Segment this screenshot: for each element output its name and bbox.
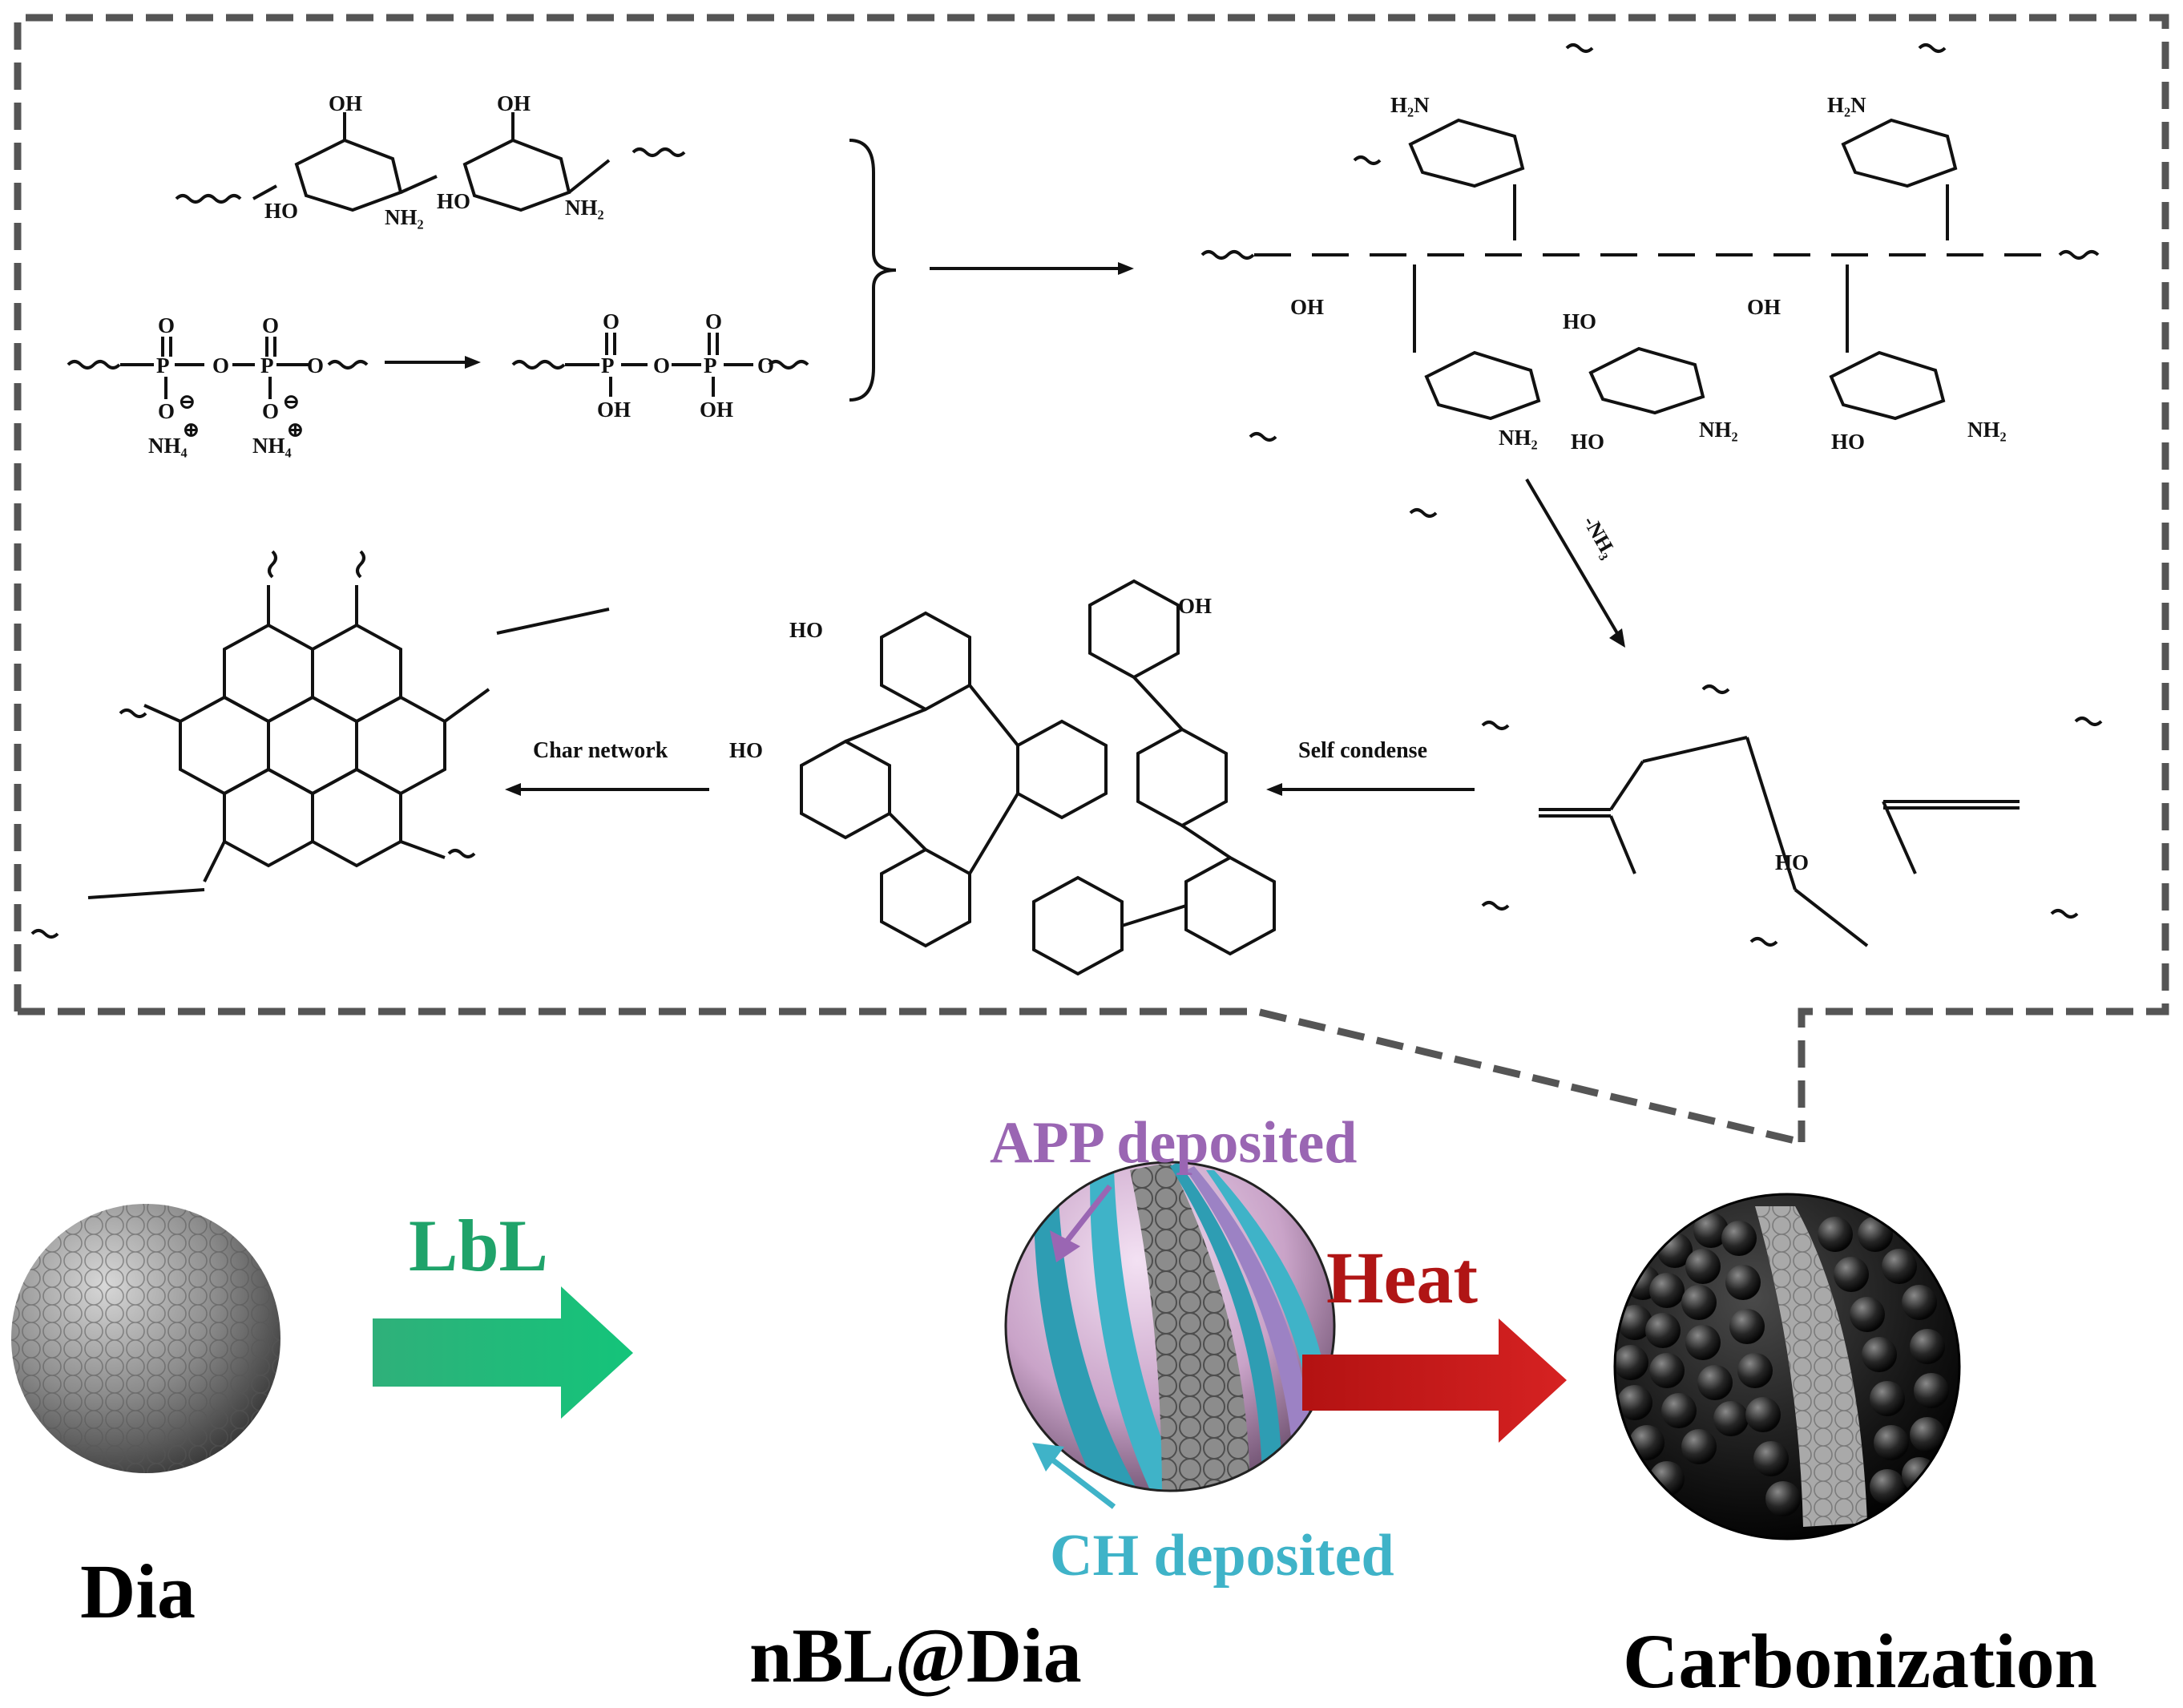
svg-text:P: P	[156, 353, 170, 378]
arrow-app-hydrolysis-head	[465, 356, 481, 369]
svg-text:OH: OH	[497, 91, 531, 115]
heat-arrow	[1302, 1318, 1567, 1443]
ch-deposited-label: CH deposited	[1050, 1523, 1394, 1589]
app-deposited-label: APP deposited	[990, 1110, 1357, 1176]
combine-brace	[849, 139, 897, 402]
svg-text:HO: HO	[729, 738, 763, 762]
nh3-label: -NH₃	[1579, 512, 1621, 563]
svg-text:HO: HO	[1571, 430, 1604, 454]
svg-text:⊕: ⊕	[182, 418, 200, 442]
svg-text:P: P	[601, 353, 615, 378]
svg-text:O: O	[705, 309, 722, 333]
svg-text:NH₂: NH₂	[565, 196, 604, 220]
svg-text:⊖: ⊖	[282, 390, 301, 414]
svg-text:O: O	[757, 353, 774, 378]
svg-text:OH: OH	[597, 398, 631, 422]
phosphate-ester-structure	[1481, 684, 2103, 947]
svg-text:O: O	[262, 313, 279, 337]
svg-text:O: O	[307, 353, 324, 378]
svg-text:NH₄: NH₄	[252, 434, 292, 458]
svg-text:P: P	[704, 353, 717, 378]
svg-text:H₂N: H₂N	[1390, 93, 1430, 117]
char-network-structure	[30, 550, 610, 939]
chitosan-structure	[175, 112, 686, 212]
atom-labels: OH OH HO HO NH₂ NH₂ O O P P O O O O ⊖ ⊖ …	[148, 91, 2007, 874]
dia-sphere	[11, 1204, 280, 1473]
svg-text:OH: OH	[1178, 594, 1212, 618]
carbonization-label: Carbonization	[1623, 1618, 2097, 1704]
svg-text:O: O	[603, 309, 619, 333]
self-condense-label: Self condense	[1298, 738, 1427, 763]
dia-label: Dia	[80, 1549, 196, 1634]
app-chain-left	[67, 337, 369, 399]
dashed-callout-border	[14, 14, 2169, 1146]
svg-text:HO: HO	[437, 189, 470, 213]
svg-text:HO: HO	[1563, 309, 1596, 333]
char-network-label: Char network	[533, 738, 668, 763]
app-chain-right	[511, 333, 809, 397]
app-pointer-arrow	[1063, 1184, 1112, 1245]
svg-text:HO: HO	[789, 618, 823, 642]
svg-text:NH₂: NH₂	[1499, 426, 1538, 450]
ch-pointer-arrow	[1043, 1452, 1116, 1509]
svg-text:HO: HO	[264, 199, 298, 223]
svg-text:H₂N: H₂N	[1827, 93, 1866, 117]
arrow-crosslink-head	[1118, 262, 1134, 275]
arrow-self-condense-head	[1266, 783, 1282, 796]
svg-text:NH₂: NH₂	[385, 205, 424, 229]
carbonization-sphere	[1613, 1193, 1961, 1540]
svg-text:OH: OH	[329, 91, 362, 115]
crosslinked-network	[1200, 43, 2100, 518]
svg-text:OH: OH	[700, 398, 733, 422]
lbl-label: LbL	[409, 1205, 548, 1286]
svg-text:O: O	[262, 399, 279, 423]
svg-text:NH₂: NH₂	[1699, 418, 1738, 442]
svg-text:O: O	[158, 399, 175, 423]
svg-text:NH₄: NH₄	[148, 434, 188, 458]
app-pointer-arrow-head	[1050, 1230, 1080, 1262]
svg-text:OH: OH	[1290, 295, 1324, 319]
arrow-char-network-head	[505, 783, 521, 796]
arrow-nh3-loss	[1525, 478, 1619, 635]
svg-text:O: O	[158, 313, 175, 337]
ch-pointer-arrow-head	[1032, 1443, 1064, 1472]
svg-text:OH: OH	[1747, 295, 1781, 319]
svg-text:O: O	[212, 353, 229, 378]
svg-text:P: P	[260, 353, 274, 378]
heat-label: Heat	[1326, 1237, 1478, 1318]
svg-text:⊕: ⊕	[286, 418, 305, 442]
nbl-dia-label: nBL@Dia	[749, 1613, 1082, 1698]
lbl-arrow	[373, 1286, 633, 1419]
svg-text:NH₂: NH₂	[1967, 418, 2007, 442]
arrow-nh3-loss-head	[1609, 628, 1625, 648]
aromatic-intermediate-structure	[800, 579, 1276, 976]
svg-text:HO: HO	[1775, 850, 1809, 874]
svg-text:O: O	[653, 353, 670, 378]
svg-text:HO: HO	[1831, 430, 1865, 454]
svg-text:⊖: ⊖	[178, 390, 196, 414]
